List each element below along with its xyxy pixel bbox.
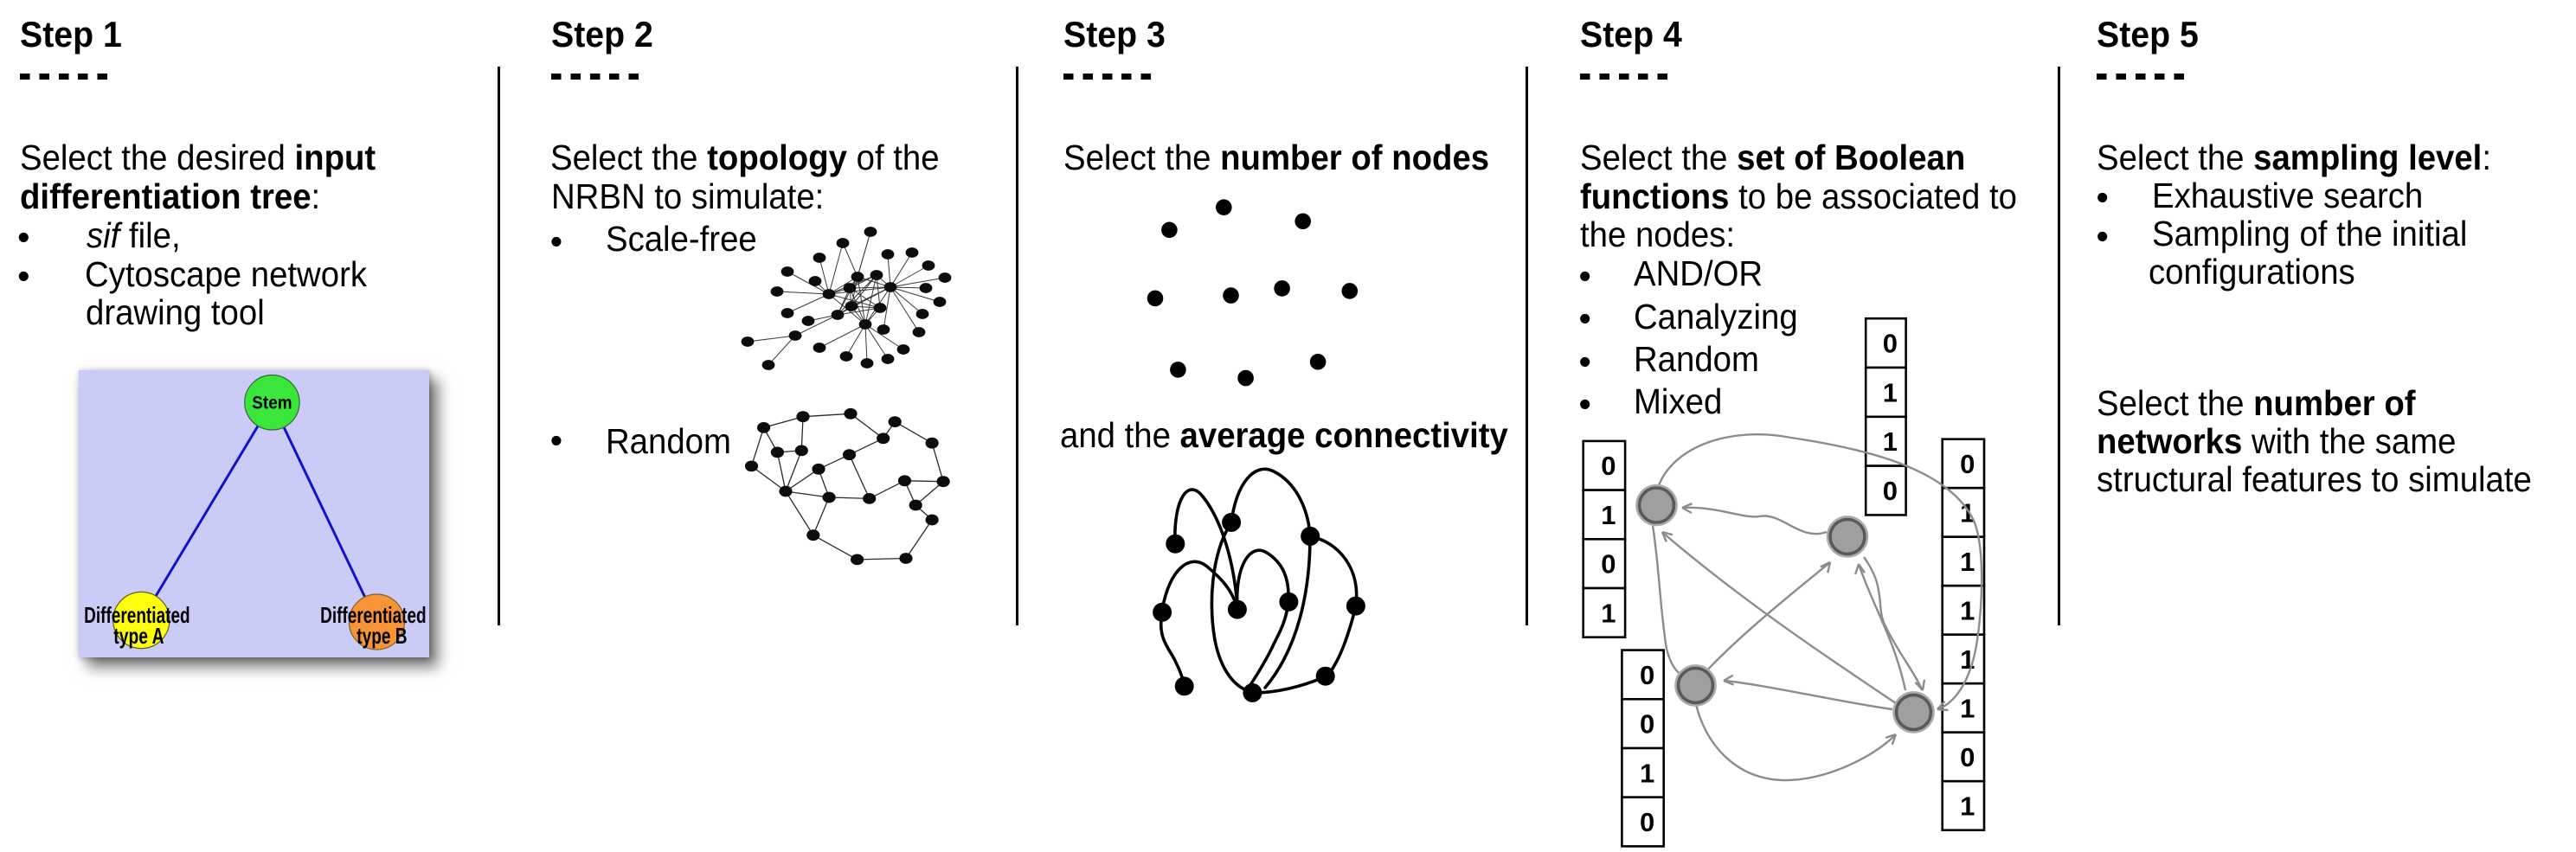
svg-text:type B: type B — [357, 623, 407, 649]
svg-text:0: 0 — [1960, 742, 1975, 772]
svg-text:0: 0 — [1883, 329, 1898, 359]
svg-text:0: 0 — [1883, 476, 1898, 506]
svg-text:1: 1 — [1883, 426, 1898, 457]
svg-text:1: 1 — [1640, 758, 1654, 788]
svg-text:1: 1 — [1601, 500, 1616, 530]
svg-text:1: 1 — [1960, 791, 1975, 822]
svg-text:Differentiated: Differentiated — [84, 602, 190, 628]
svg-text:1: 1 — [1883, 377, 1898, 407]
svg-text:0: 0 — [1601, 549, 1616, 580]
svg-text:1: 1 — [1960, 547, 1975, 577]
svg-text:0: 0 — [1640, 709, 1654, 740]
svg-text:type A: type A — [113, 623, 164, 649]
svg-text:0: 0 — [1960, 449, 1975, 479]
svg-text:1: 1 — [1601, 598, 1616, 628]
svg-text:Differentiated: Differentiated — [320, 602, 427, 628]
svg-text:1: 1 — [1960, 596, 1975, 626]
svg-text:1: 1 — [1960, 694, 1975, 724]
svg-text:Stem: Stem — [252, 394, 292, 413]
svg-text:0: 0 — [1640, 660, 1654, 690]
svg-text:0: 0 — [1601, 451, 1616, 481]
svg-text:0: 0 — [1640, 807, 1654, 837]
